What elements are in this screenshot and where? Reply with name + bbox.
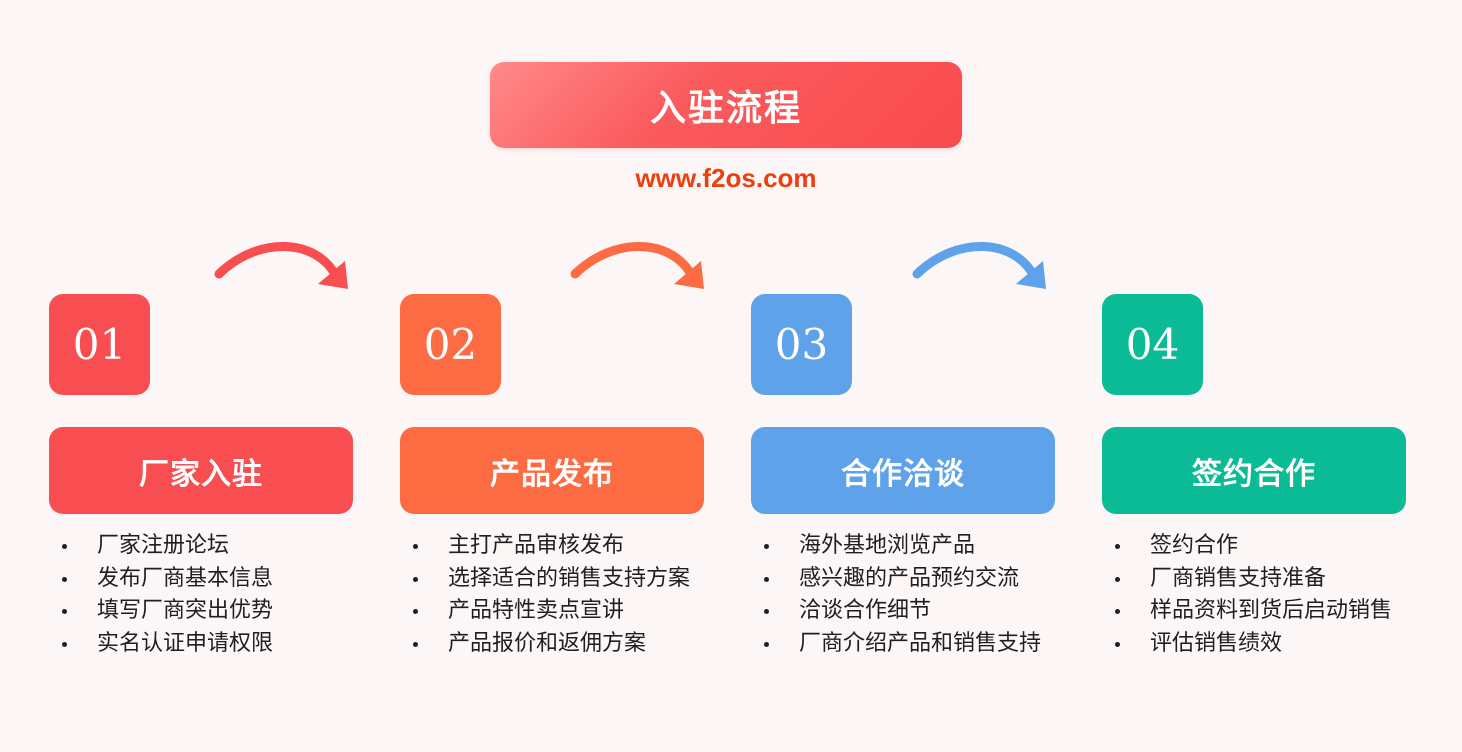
list-item: 产品特性卖点宣讲 xyxy=(400,595,690,628)
step-label-box-4: 签约合作 xyxy=(1102,427,1406,514)
list-item: 海外基地浏览产品 xyxy=(751,530,1041,563)
step-number-4: 04 xyxy=(1125,320,1180,369)
curved-arrow-icon-2 xyxy=(570,242,704,289)
list-item: 洽谈合作细节 xyxy=(751,595,1041,628)
list-item: 产品报价和返佣方案 xyxy=(400,628,690,661)
step-items-1: 厂家注册论坛 发布厂商基本信息 填写厂商突出优势 实名认证申请权限 xyxy=(49,530,273,660)
list-item: 实名认证申请权限 xyxy=(49,628,273,661)
website-url: www.f2os.com xyxy=(635,163,817,193)
step-label-box-3: 合作洽谈 xyxy=(751,427,1055,514)
step-number-box-1: 01 xyxy=(49,294,150,395)
step-items-4: 签约合作 厂商销售支持准备 样品资料到货后启动销售 评估销售绩效 xyxy=(1102,530,1392,660)
list-item: 厂商介绍产品和销售支持 xyxy=(751,628,1041,661)
step-label-2: 产品发布 xyxy=(490,456,614,492)
list-item: 签约合作 xyxy=(1102,530,1392,563)
list-item: 厂商销售支持准备 xyxy=(1102,563,1392,596)
step-number-2: 02 xyxy=(423,320,478,369)
list-item: 选择适合的销售支持方案 xyxy=(400,563,690,596)
step-items-3: 海外基地浏览产品 感兴趣的产品预约交流 洽谈合作细节 厂商介绍产品和销售支持 xyxy=(751,530,1041,660)
step-label-1: 厂家入驻 xyxy=(139,456,263,492)
list-item: 主打产品审核发布 xyxy=(400,530,690,563)
step-label-box-2: 产品发布 xyxy=(400,427,704,514)
step-number-box-4: 04 xyxy=(1102,294,1203,395)
step-label-box-1: 厂家入驻 xyxy=(49,427,353,514)
list-item: 填写厂商突出优势 xyxy=(49,595,273,628)
curved-arrow-icon-3 xyxy=(912,242,1046,289)
list-item: 感兴趣的产品预约交流 xyxy=(751,563,1041,596)
step-number-1: 01 xyxy=(72,320,127,369)
curved-arrow-icon-1 xyxy=(214,242,348,289)
step-label-3: 合作洽谈 xyxy=(841,456,965,492)
list-item: 样品资料到货后启动销售 xyxy=(1102,595,1392,628)
step-items-2: 主打产品审核发布 选择适合的销售支持方案 产品特性卖点宣讲 产品报价和返佣方案 xyxy=(400,530,690,660)
step-label-4: 签约合作 xyxy=(1192,456,1316,492)
step-number-box-3: 03 xyxy=(751,294,852,395)
title-banner: 入驻流程 xyxy=(490,62,962,148)
list-item: 厂家注册论坛 xyxy=(49,530,273,563)
step-number-box-2: 02 xyxy=(400,294,501,395)
page-title: 入驻流程 xyxy=(649,88,802,129)
list-item: 发布厂商基本信息 xyxy=(49,563,273,596)
list-item: 评估销售绩效 xyxy=(1102,628,1392,661)
step-number-3: 03 xyxy=(774,320,829,369)
